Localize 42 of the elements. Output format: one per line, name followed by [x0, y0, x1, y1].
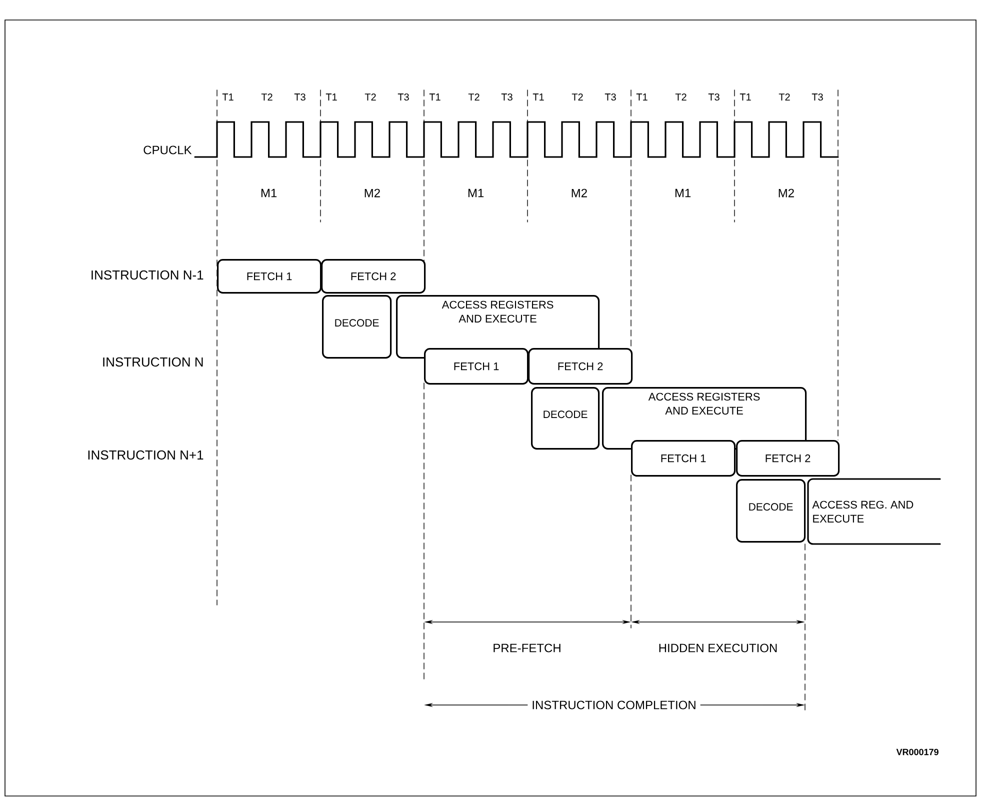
- decode-box: DECODE: [736, 479, 806, 543]
- instruction-label: INSTRUCTION N-1: [92, 270, 204, 280]
- state-label: T3: [294, 93, 306, 101]
- fetch-box: FETCH 2: [528, 348, 633, 385]
- state-label: T1: [532, 94, 544, 100]
- cycle-label: M2: [364, 188, 380, 198]
- state-label: T2: [261, 94, 272, 100]
- decode-box: DECODE: [531, 387, 600, 450]
- instruction-label: INSTRUCTION N: [103, 357, 203, 367]
- state-label: T1: [222, 94, 234, 100]
- state-label: T2: [468, 94, 480, 100]
- cycle-label: M2: [778, 188, 794, 198]
- state-label: T3: [604, 93, 616, 101]
- state-label: T1: [429, 94, 440, 100]
- state-label: T3: [398, 93, 409, 101]
- state-label: T2: [572, 94, 583, 100]
- fetch-box: FETCH 2: [321, 259, 426, 294]
- state-label: T2: [364, 94, 376, 100]
- signal-label: CPUCLK: [144, 146, 192, 154]
- instruction-label: INSTRUCTION N+1: [88, 450, 204, 460]
- dimension-label: PRE-FETCH: [494, 644, 560, 652]
- fetch-box: FETCH 1: [217, 259, 322, 294]
- state-label: T3: [501, 93, 512, 101]
- fetch-box: FETCH 1: [631, 440, 736, 477]
- state-label: T2: [675, 94, 686, 100]
- state-label: T3: [812, 93, 823, 101]
- state-label: T1: [740, 94, 751, 100]
- dimension-label: INSTRUCTION COMPLETION: [528, 700, 700, 710]
- decode-box: DECODE: [322, 295, 392, 359]
- fetch-box: FETCH 1: [424, 348, 529, 385]
- cycle-label: M1: [675, 188, 691, 198]
- cycle-label: M1: [468, 188, 484, 198]
- cycle-label: M1: [261, 188, 277, 198]
- fetch-box: FETCH 2: [736, 440, 840, 477]
- state-label: T3: [708, 93, 720, 101]
- state-label: T2: [778, 94, 790, 100]
- state-label: T1: [636, 94, 648, 100]
- execute-box: ACCESS REG. AND EXECUTE: [807, 478, 941, 545]
- state-label: T1: [326, 94, 337, 100]
- dimension-label: HIDDEN EXECUTION: [659, 644, 777, 652]
- cycle-label: M2: [572, 188, 587, 198]
- figure-code: VR000179: [896, 748, 938, 756]
